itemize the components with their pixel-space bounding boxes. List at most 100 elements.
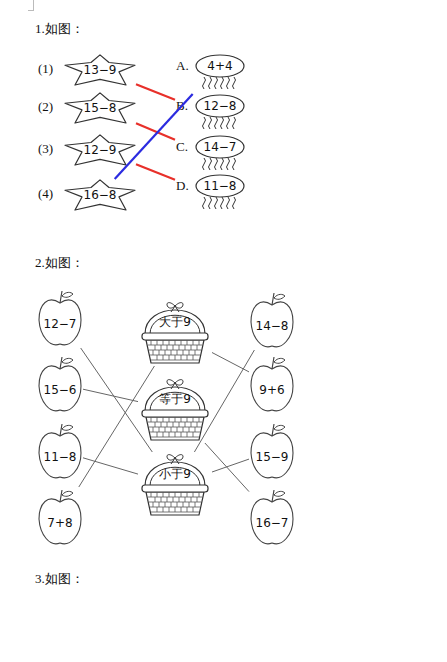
tentacle: [203, 197, 206, 209]
match-line: [136, 84, 175, 99]
basket-bow: [167, 380, 183, 389]
tentacle: [233, 117, 236, 129]
basket-weave: [161, 422, 162, 427]
expression: 13−9: [84, 63, 117, 77]
apple-stem: [272, 490, 274, 502]
star-item: (1) 13−9: [38, 54, 138, 86]
question-number: 3.如图：: [35, 570, 84, 588]
apple-stem: [60, 424, 62, 436]
tentacle: [233, 158, 236, 170]
basket-weave: [157, 340, 158, 345]
star-item: (3)12−9: [38, 134, 138, 166]
basket-weave: [187, 340, 188, 345]
basket-label: 小于9: [159, 466, 191, 483]
basket-weave: [199, 340, 200, 345]
tentacle: [209, 117, 212, 129]
basket-weave: [163, 432, 164, 437]
match-line: [79, 366, 155, 487]
basket-weave: [161, 345, 162, 350]
expression: 4+4: [207, 59, 232, 73]
expression-holder: 9+6: [249, 374, 295, 406]
basket-body: [146, 417, 204, 440]
expression: 12−7: [44, 317, 77, 331]
basket-weave: [185, 345, 186, 350]
basket-weave: [179, 422, 180, 427]
expression-holder: 12−7: [37, 308, 83, 340]
basket-weave: [177, 350, 178, 355]
basket-weave: [175, 492, 176, 497]
corner-mark: [28, 10, 34, 11]
basket-weave: [163, 355, 164, 360]
match-line: [205, 443, 249, 492]
basket-weave: [169, 340, 170, 345]
basket-handle: [145, 310, 205, 334]
basket-weave: [163, 492, 164, 497]
apple-leaf: [62, 425, 73, 430]
basket-weave: [163, 340, 164, 345]
match-line: [136, 164, 175, 179]
apple-stem: [60, 490, 62, 502]
tentacle: [227, 197, 230, 209]
apple-stem: [272, 293, 274, 305]
basket-weave: [175, 507, 176, 512]
basket-weave: [167, 422, 168, 427]
basket-weave: [183, 427, 184, 432]
tentacle: [203, 77, 206, 89]
basket-weave: [149, 350, 201, 351]
basket-weave: [157, 492, 158, 497]
item-number: (1): [38, 61, 53, 77]
option-letter: B.: [176, 98, 188, 114]
basket-weave: [167, 345, 168, 350]
jellyfish-tentacles: [200, 158, 240, 174]
basket-weave: [157, 417, 158, 422]
basket-weave: [173, 497, 174, 502]
star-shape: 13−9: [64, 54, 136, 86]
basket-drawing: [138, 300, 212, 366]
tentacle: [227, 117, 230, 129]
basket-bow: [167, 303, 183, 312]
basket-label: 大于9: [159, 314, 191, 331]
basket-weave: [151, 492, 152, 497]
star-shape: 15−8: [64, 92, 136, 124]
apple-body: [39, 300, 81, 345]
apple-stem: [272, 424, 274, 436]
expression-holder: 13−9: [64, 54, 136, 86]
apple-stem: [272, 357, 274, 369]
basket-weave: [175, 432, 176, 437]
basket-body: [146, 492, 204, 515]
expression-holder: 14−7: [195, 135, 245, 159]
apple-body: [251, 302, 293, 347]
expression: 16−7: [256, 516, 289, 530]
expression: 7+8: [47, 516, 72, 530]
item-number: (3): [38, 141, 53, 157]
tentacle: [215, 117, 218, 129]
jellyfish-head: 14−7: [195, 135, 245, 159]
tentacle: [203, 158, 206, 170]
expression-holder: 12−8: [195, 94, 245, 118]
basket-weave: [187, 507, 188, 512]
expression-holder: 15−6: [37, 374, 83, 406]
jellyfish-option: B. 12−8: [175, 94, 247, 134]
basket-target: 大于9: [138, 300, 212, 366]
jellyfish-ellipse: [196, 175, 244, 197]
basket-weave: [191, 497, 192, 502]
basket-weave: [181, 340, 182, 345]
apple-leaf: [274, 491, 285, 496]
basket-target: 小于9: [138, 452, 212, 518]
basket-weave: [185, 422, 186, 427]
apple-leaf: [274, 294, 285, 299]
question-number: 1.如图：: [35, 20, 84, 38]
basket-weave: [165, 502, 166, 507]
basket-weave: [179, 497, 180, 502]
star-shape: 16−8: [64, 179, 136, 211]
tentacle: [233, 197, 236, 209]
basket-weave: [163, 417, 164, 422]
tentacle: [215, 158, 218, 170]
apple-item: 9+6: [249, 354, 295, 414]
basket-weave: [167, 497, 168, 502]
basket-weave: [157, 432, 158, 437]
tentacle: [215, 197, 218, 209]
basket-weave: [197, 497, 198, 502]
